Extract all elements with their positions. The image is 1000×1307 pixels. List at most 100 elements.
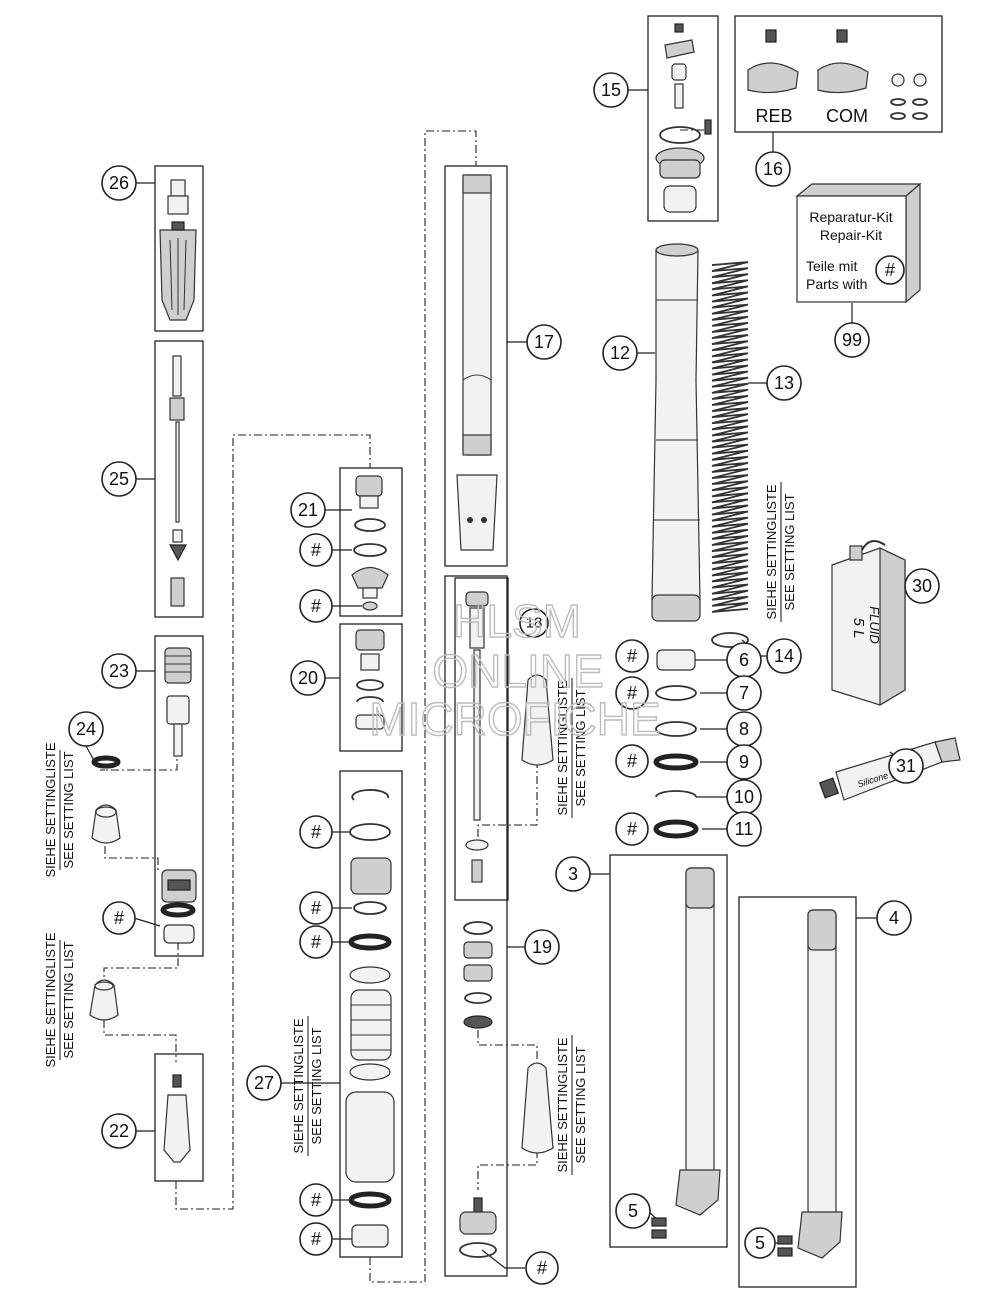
svg-text:21: 21 xyxy=(298,500,318,520)
part-27-cartridge-set xyxy=(345,789,395,1248)
svg-text:#: # xyxy=(114,908,124,928)
setting-label-27: SIEHE SETTINGLISTE SEE SETTING LIST xyxy=(291,1016,324,1156)
svg-text:14: 14 xyxy=(774,646,794,666)
svg-text:SEE SETTING LIST: SEE SETTING LIST xyxy=(309,1027,324,1144)
hash-callout: # xyxy=(299,589,333,623)
watermark-line2: ONLINE xyxy=(432,645,603,697)
callout-21: 21 xyxy=(290,492,326,528)
part-26-tool xyxy=(159,179,197,321)
svg-text:#: # xyxy=(311,1190,321,1210)
svg-text:#: # xyxy=(311,898,321,918)
part-base-valve xyxy=(160,869,197,944)
svg-text:31: 31 xyxy=(896,756,916,776)
callout-8: 8 xyxy=(726,711,762,747)
svg-text:20: 20 xyxy=(298,668,318,688)
callout-23: 23 xyxy=(101,653,137,689)
svg-text:9: 9 xyxy=(739,752,749,772)
part-rings-6-11 xyxy=(653,649,699,839)
svg-text:26: 26 xyxy=(109,173,129,193)
callout-13: 13 xyxy=(766,365,802,401)
reb-label: REB xyxy=(755,106,792,126)
callout-25: 25 xyxy=(101,461,137,497)
svg-text:SEE SETTING LIST: SEE SETTING LIST xyxy=(573,1046,588,1163)
setting-label-13: SIEHE SETTINGLISTE SEE SETTING LIST xyxy=(764,482,797,622)
part-12-outer-tube xyxy=(651,243,701,622)
svg-text:13: 13 xyxy=(774,373,794,393)
svg-text:25: 25 xyxy=(109,469,129,489)
repair-kit-line3: Teile mit xyxy=(806,258,857,274)
svg-text:18: 18 xyxy=(526,615,543,632)
svg-text:27: 27 xyxy=(254,1073,274,1093)
svg-text:#: # xyxy=(627,683,637,703)
svg-text:15: 15 xyxy=(601,80,621,100)
part-19-valve-set xyxy=(459,921,554,1258)
hash-callout: # xyxy=(299,891,333,925)
hash-callout: # xyxy=(615,676,649,710)
callout-24: 24 xyxy=(68,711,104,747)
repair-kit-line2: Repair-Kit xyxy=(820,227,882,243)
part-25-piston-rod xyxy=(169,355,187,607)
callout-10: 10 xyxy=(726,779,762,815)
repair-kit-line1: Reparatur-Kit xyxy=(809,209,892,225)
callout-15: 15 xyxy=(593,72,629,108)
callout-4: 4 xyxy=(876,900,912,936)
part-18-rod-set xyxy=(465,591,554,883)
callout-18: 18 xyxy=(519,608,549,638)
svg-text:3: 3 xyxy=(568,864,578,884)
part-99-repair-kit: Reparatur-Kit Repair-Kit Teile mit Parts… xyxy=(795,182,922,304)
hash-callout: # xyxy=(299,1183,333,1217)
callout-9: 9 xyxy=(726,744,762,780)
callout-5-left: 5 xyxy=(615,1193,651,1229)
repair-kit-line4: Parts with xyxy=(806,276,867,292)
svg-text:11: 11 xyxy=(735,819,754,839)
fluid-volume: 5 L xyxy=(850,618,867,639)
part-14-washer xyxy=(711,632,749,648)
callout-3: 3 xyxy=(555,856,591,892)
setting-label-shims: SIEHE SETTINGLISTE SEE SETTING LIST xyxy=(43,932,76,1067)
svg-text:8: 8 xyxy=(739,719,749,739)
svg-text:#: # xyxy=(627,646,637,666)
hash-callout: # xyxy=(299,533,333,567)
svg-text:SIEHE SETTINGLISTE: SIEHE SETTINGLISTE xyxy=(43,742,58,877)
setting-label-24: SIEHE SETTINGLISTE SEE SETTING LIST xyxy=(43,742,76,877)
part-24-shims xyxy=(91,755,121,844)
part-15-fork-cap xyxy=(655,23,712,213)
hash-callouts: # # # # # # # # # # # # # # xyxy=(102,255,905,1285)
svg-text:24: 24 xyxy=(76,719,96,739)
svg-text:SIEHE SETTINGLISTE: SIEHE SETTINGLISTE xyxy=(555,1037,570,1172)
watermark-line1: HLSM xyxy=(453,595,581,647)
hash-callout: # xyxy=(615,812,649,846)
svg-text:7: 7 xyxy=(739,683,749,703)
callout-16: 16 xyxy=(755,151,791,187)
svg-text:SEE SETTING LIST: SEE SETTING LIST xyxy=(782,493,797,610)
svg-text:SIEHE SETTINGLISTE: SIEHE SETTINGLISTE xyxy=(291,1018,306,1153)
callout-31: 31 xyxy=(888,748,924,784)
svg-text:6: 6 xyxy=(739,650,749,670)
callout-17: 17 xyxy=(526,324,562,360)
part-13-fork-spring xyxy=(711,261,749,613)
svg-text:#: # xyxy=(311,540,321,560)
svg-text:99: 99 xyxy=(842,330,862,350)
callout-26: 26 xyxy=(101,165,137,201)
svg-text:#: # xyxy=(311,1229,321,1249)
svg-text:#: # xyxy=(537,1258,547,1278)
hash-callout: # xyxy=(615,744,649,778)
hash-callout: # xyxy=(299,815,333,849)
callout-5-right: 5 xyxy=(744,1227,776,1259)
watermark: HLSM ONLINE MICROFICHE xyxy=(369,594,662,745)
callout-14: 14 xyxy=(766,638,802,674)
callout-20: 20 xyxy=(290,660,326,696)
hash-callout: # xyxy=(299,925,333,959)
part-4-right-fork-leg xyxy=(777,909,843,1259)
part-shim-stack xyxy=(89,979,119,1021)
svg-text:23: 23 xyxy=(109,661,129,681)
svg-text:#: # xyxy=(311,822,321,842)
svg-text:#: # xyxy=(627,819,637,839)
svg-text:17: 17 xyxy=(534,332,554,352)
callout-19: 19 xyxy=(524,929,560,965)
svg-text:#: # xyxy=(885,260,895,280)
part-22-needle xyxy=(163,1074,191,1163)
part-20-bushing-set xyxy=(355,629,385,730)
svg-text:22: 22 xyxy=(109,1121,129,1141)
